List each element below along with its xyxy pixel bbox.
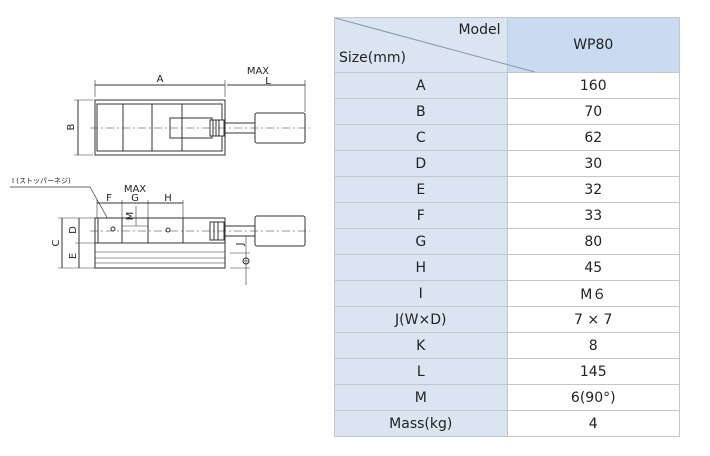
dim-label-b: B	[66, 123, 77, 130]
model-header-label: Model	[458, 22, 501, 38]
table-row: Mass(kg)4	[334, 410, 680, 437]
dim-label-g: G	[131, 193, 139, 204]
row-label: F	[334, 202, 508, 229]
row-value: 45	[506, 254, 680, 281]
row-value: 70	[506, 98, 680, 125]
row-label: I	[334, 280, 508, 307]
stopper-screw-note: I (ストッパーネジ)	[12, 177, 71, 185]
size-header-label: Size(mm)	[339, 50, 406, 66]
row-value: 32	[506, 176, 680, 203]
row-value: 62	[506, 124, 680, 151]
vise-dimension-drawing: A MAX L B	[10, 66, 310, 285]
row-label: D	[334, 150, 508, 177]
row-label: A	[334, 72, 508, 99]
row-value: 30	[506, 150, 680, 177]
dim-label-d: D	[68, 226, 79, 234]
row-value: 8	[506, 332, 680, 359]
row-value: 4	[506, 410, 680, 437]
row-value: 6(90°)	[506, 384, 680, 411]
row-label: B	[334, 98, 508, 125]
diagonal-divider	[335, 18, 535, 72]
row-label: E	[334, 176, 508, 203]
dim-label-j: J	[235, 243, 246, 247]
row-label: L	[334, 358, 508, 385]
row-label: K	[334, 332, 508, 359]
row-label: M	[334, 384, 508, 411]
row-value: M６	[506, 280, 680, 307]
dim-label-a: A	[157, 74, 164, 85]
row-value: 80	[506, 228, 680, 255]
model-name-cell: WP80	[506, 17, 680, 73]
dim-label-max-mid: MAX	[124, 184, 146, 195]
row-value: 7 × 7	[506, 306, 680, 333]
row-value: 160	[506, 72, 680, 99]
row-label: J(W×D)	[334, 306, 508, 333]
row-label: H	[334, 254, 508, 281]
dim-label-c: C	[51, 239, 62, 246]
dim-label-l: L	[265, 76, 271, 87]
dim-label-e: E	[68, 253, 79, 259]
row-label: Mass(kg)	[334, 410, 508, 437]
dim-label-f: F	[106, 193, 112, 204]
header-corner-cell: Model Size(mm)	[334, 17, 535, 73]
row-value: 145	[506, 358, 680, 385]
table-header-row: Model Size(mm) WP80	[334, 17, 680, 73]
row-value: 33	[506, 202, 680, 229]
dim-label-max-top: MAX	[247, 66, 269, 77]
top-view	[74, 80, 310, 156]
row-label: G	[334, 228, 508, 255]
side-view	[10, 186, 310, 285]
dim-label-h: H	[164, 193, 172, 204]
dim-label-m: M	[125, 212, 136, 221]
row-label: C	[334, 124, 508, 151]
table-row: J(W×D)7 × 7	[334, 306, 680, 333]
